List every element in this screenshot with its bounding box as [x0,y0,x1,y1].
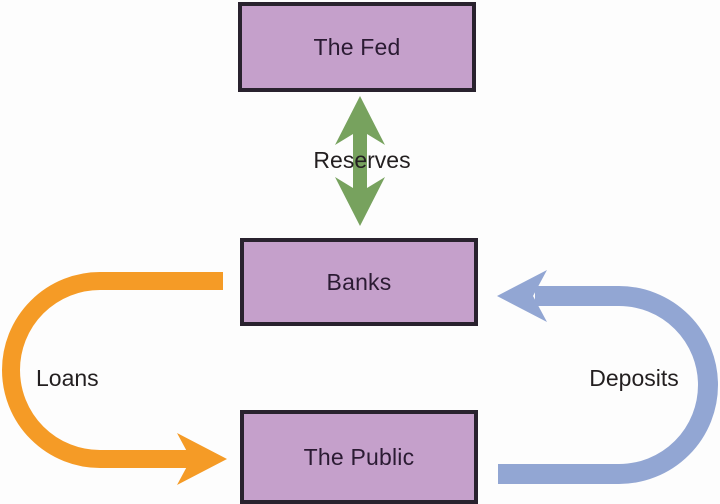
loans-label: Loans [36,365,99,391]
node-the-public-label: The Public [303,443,415,470]
loans-curve-arrow-icon [2,272,223,468]
deposits-curve-arrow-icon [498,286,718,484]
reserves-double-arrow-icon [335,96,385,226]
deposits-arrowhead-icon [497,270,547,322]
node-the-fed: The Fed [238,2,476,92]
node-the-fed-label: The Fed [313,33,401,60]
node-banks: Banks [240,238,478,326]
deposits-label: Deposits [589,365,679,391]
reserves-label: Reserves [313,147,411,173]
node-banks-label: Banks [326,268,392,295]
loans-arrowhead-icon [177,433,227,485]
node-the-public: The Public [240,410,478,504]
